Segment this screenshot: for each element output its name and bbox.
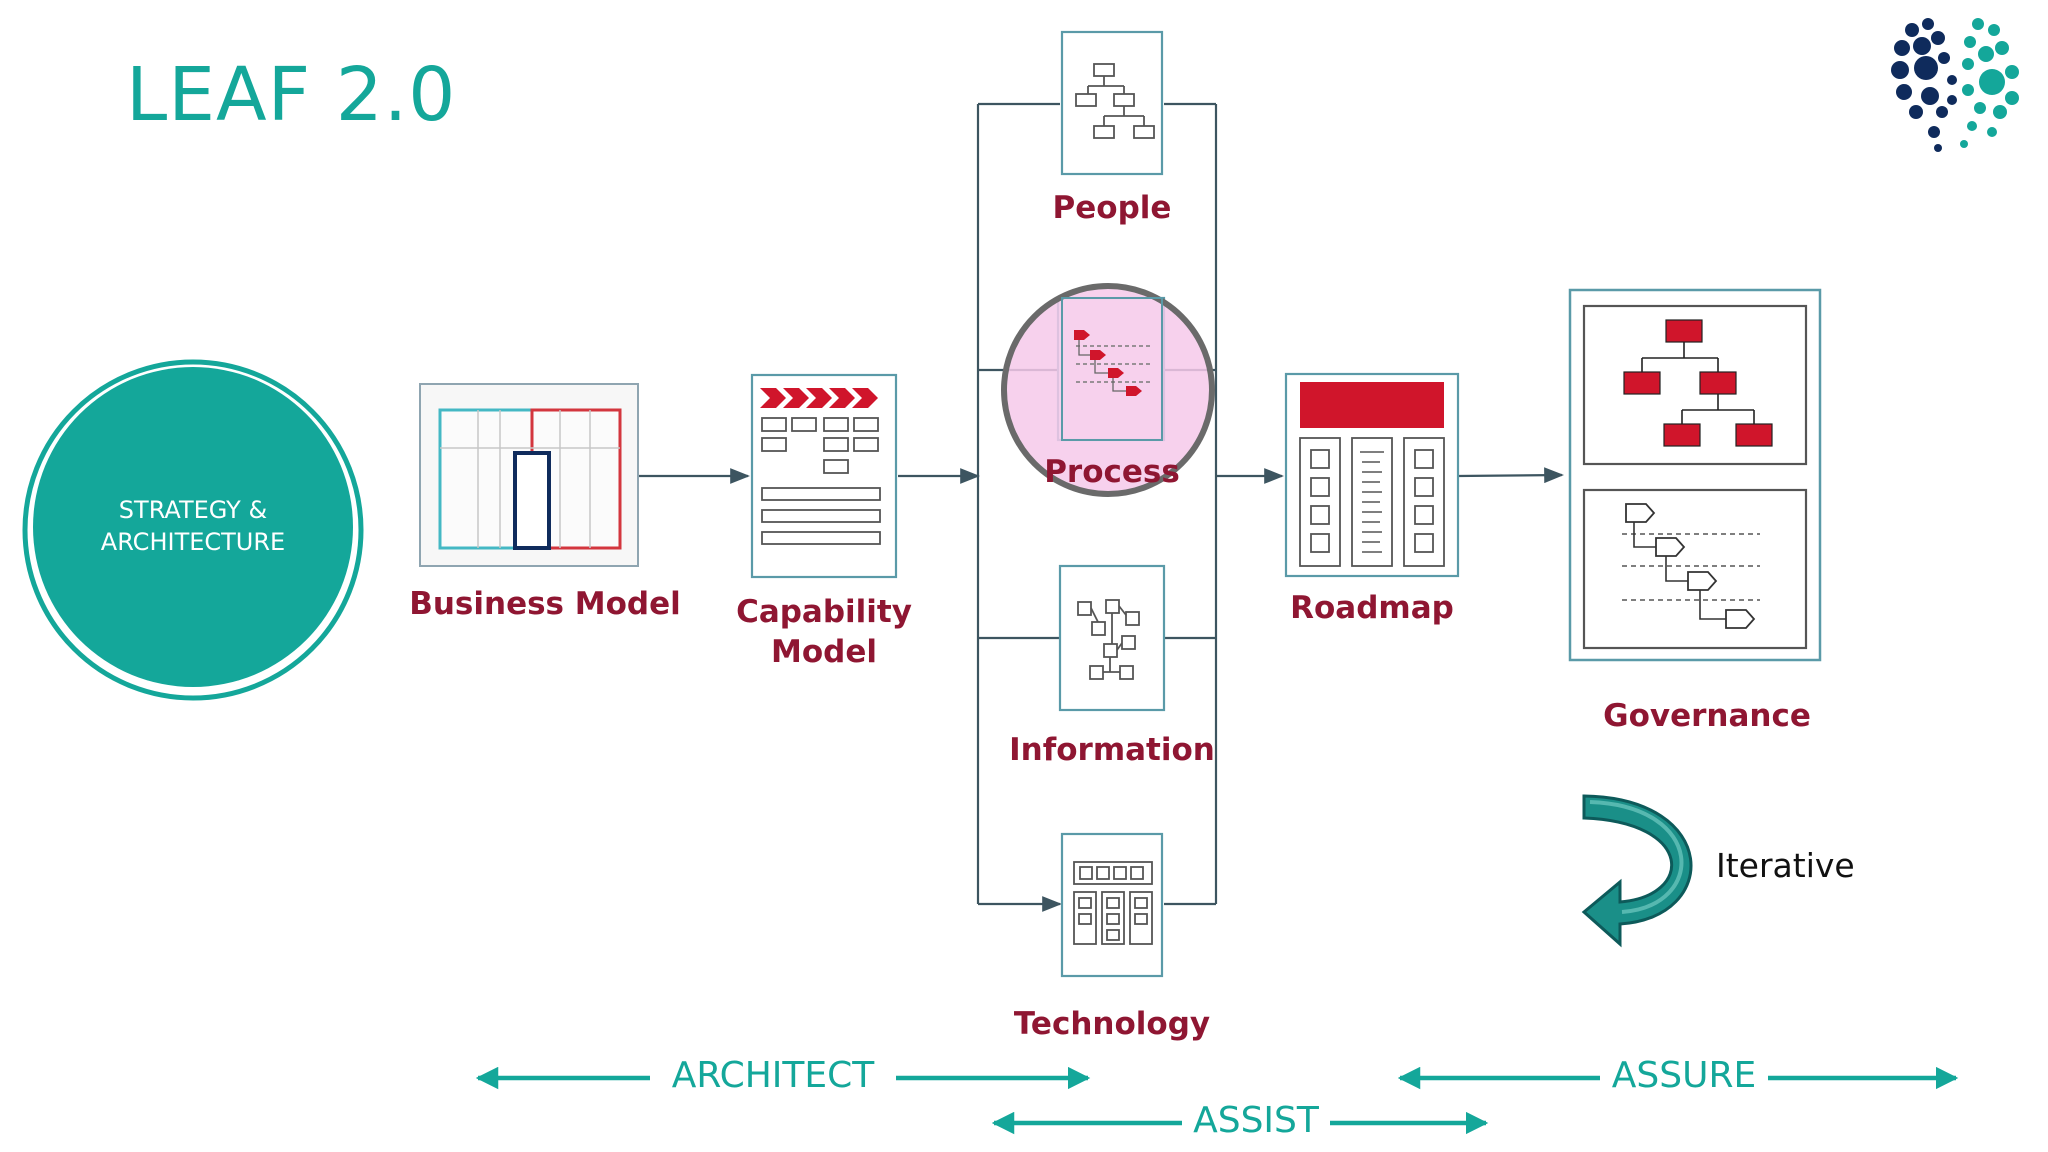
people-org-chart-icon [1060, 30, 1164, 176]
capability-model-icon [750, 373, 898, 579]
capability-model-label: Capability Model [714, 592, 934, 673]
phase-assure: ASSURE [1611, 1055, 1757, 1096]
roadmap-label: Roadmap [1290, 590, 1454, 626]
process-label: Process [1044, 454, 1180, 490]
strategy-line-1: STRATEGY & [118, 496, 268, 524]
phase-arrows [475, 1066, 1959, 1135]
process-flow-icon [1001, 283, 1215, 497]
governance-label: Governance [1603, 698, 1811, 734]
phase-assist: ASSIST [1193, 1100, 1319, 1141]
iterative-curved-arrow-icon [1581, 794, 1693, 948]
information-label: Information [1009, 732, 1215, 768]
roadmap-icon [1284, 372, 1460, 578]
page-title: LEAF 2.0 [126, 52, 457, 138]
people-label: People [1052, 190, 1172, 226]
capability-line-2: Model [771, 634, 877, 671]
business-model-icon [419, 383, 639, 567]
strategy-circle [22, 359, 364, 701]
phase-architect: ARCHITECT [671, 1055, 875, 1096]
business-model-label: Business Model [409, 586, 681, 622]
dot-cluster-logo [1891, 18, 2019, 152]
governance-icon [1568, 288, 1822, 662]
technology-stack-icon [1060, 832, 1164, 978]
strategy-line-2: ARCHITECTURE [100, 528, 286, 557]
technology-label: Technology [1013, 1006, 1211, 1042]
strategy-circle-label: STRATEGY & ARCHITECTURE [53, 494, 333, 559]
capability-line-1: Capability [736, 594, 912, 630]
iterative-label: Iterative [1716, 846, 1855, 885]
information-data-model-icon [1058, 564, 1166, 712]
